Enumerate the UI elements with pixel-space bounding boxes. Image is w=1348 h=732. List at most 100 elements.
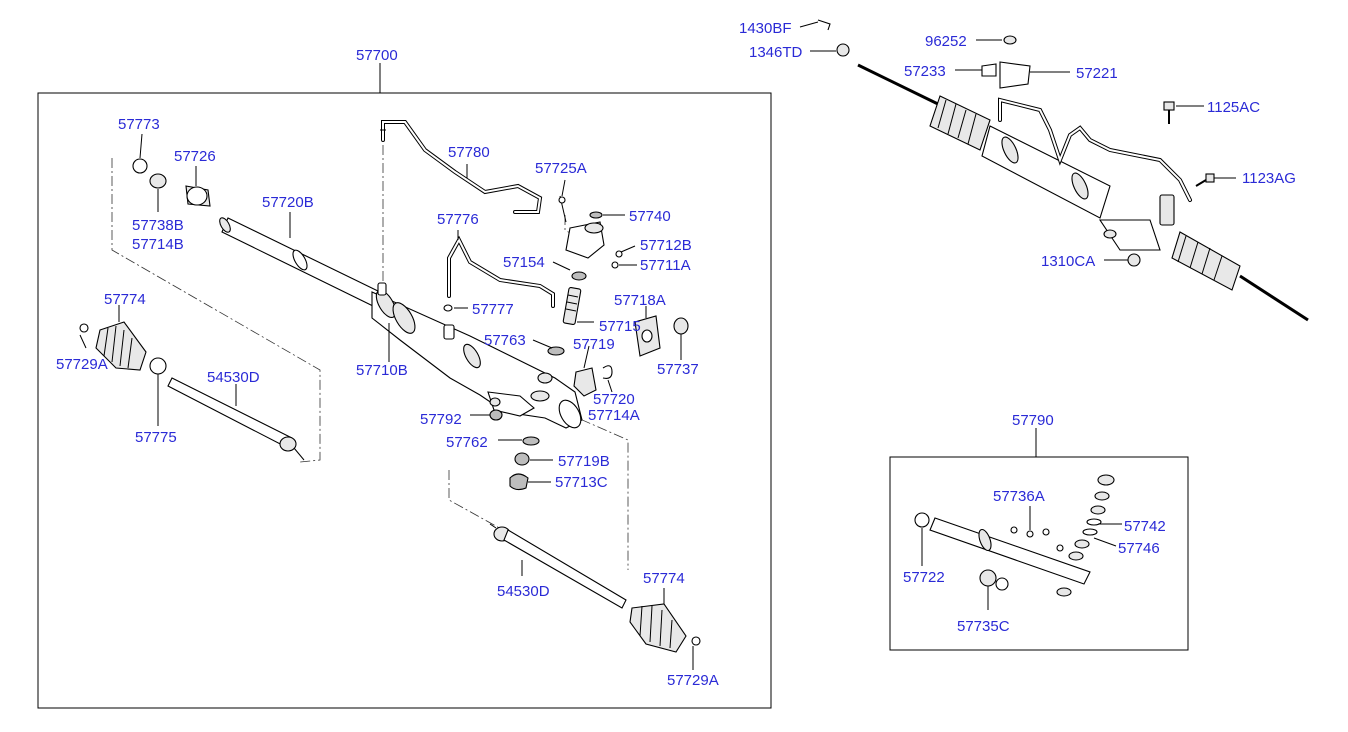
tie-rod-left[interactable] [167, 377, 305, 461]
label-57711A[interactable]: 57711A [640, 257, 691, 274]
seal-kit-group: 57790 57736A [889, 412, 1189, 651]
label-54530D-left[interactable]: 54530D [207, 369, 260, 386]
return-pipe-part[interactable] [447, 235, 555, 308]
label-1430BF[interactable]: 1430BF [739, 20, 792, 37]
clip-1430BF[interactable] [817, 19, 831, 31]
bolt-1125AC[interactable] [1163, 101, 1175, 124]
label-57154[interactable]: 57154 [503, 254, 545, 271]
label-57719B[interactable]: 57719B [558, 453, 610, 470]
control-valve-57715[interactable] [562, 286, 582, 326]
label-57729A-left[interactable]: 57729A [56, 356, 108, 373]
label-1125AC[interactable]: 1125AC [1207, 99, 1260, 116]
label-57773[interactable]: 57773 [118, 116, 160, 133]
label-57221[interactable]: 57221 [1076, 65, 1118, 82]
label-57720[interactable]: 57720 [593, 391, 635, 408]
guide-line-valve [564, 215, 591, 246]
label-57722[interactable]: 57722 [903, 569, 945, 586]
label-57735C[interactable]: 57735C [957, 618, 1010, 635]
label-57714A[interactable]: 57714A [588, 407, 640, 424]
clip-57729A-right[interactable] [691, 636, 701, 646]
assembled-view-group: 1430BF 1346TD 96252 57233 57221 1125AC 1… [739, 19, 1309, 322]
yoke-57719B[interactable] [514, 452, 530, 466]
seal-kit-box [889, 456, 1189, 651]
label-57233[interactable]: 57233 [904, 63, 946, 80]
label-57719[interactable]: 57719 [573, 336, 615, 353]
o-ring-57740[interactable] [589, 211, 603, 219]
seal-57735C-a[interactable] [979, 569, 997, 587]
washer-57711A[interactable] [611, 261, 619, 269]
label-57792[interactable]: 57792 [420, 411, 462, 428]
main-leader-lines [79, 133, 694, 670]
label-57776[interactable]: 57776 [437, 211, 479, 228]
label-57726[interactable]: 57726 [174, 148, 216, 165]
label-57720B[interactable]: 57720B [262, 194, 314, 211]
rack-tube-part[interactable] [218, 216, 381, 307]
bracket-57233[interactable] [981, 63, 997, 77]
label-57763[interactable]: 57763 [484, 332, 526, 349]
label-57746[interactable]: 57746 [1118, 540, 1160, 557]
o-ring-57777[interactable] [443, 304, 453, 312]
label-1310CA[interactable]: 1310CA [1041, 253, 1095, 270]
bolt-1123AG[interactable] [1195, 173, 1215, 187]
main-assembly-box [37, 92, 772, 709]
seal-57735C-b[interactable] [995, 577, 1009, 591]
bushing-96252[interactable] [1003, 35, 1017, 45]
label-57736A[interactable]: 57736A [993, 488, 1045, 505]
snap-ring-57773[interactable] [132, 158, 148, 174]
main-assembly-label[interactable]: 57700 [356, 47, 398, 64]
label-1123AG[interactable]: 1123AG [1242, 170, 1296, 187]
label-57738B[interactable]: 57738B [132, 217, 184, 234]
label-57718A[interactable]: 57718A [614, 292, 666, 309]
label-57713C[interactable]: 57713C [555, 474, 608, 491]
seal-kit-small-rings[interactable] [1010, 474, 1115, 597]
assembled-rack[interactable] [857, 63, 1309, 322]
tie-rod-right[interactable] [489, 523, 627, 609]
label-57740[interactable]: 57740 [629, 208, 671, 225]
cap-57737[interactable] [673, 317, 689, 335]
label-54530D-right[interactable]: 54530D [497, 583, 550, 600]
clamp-57221[interactable] [999, 61, 1031, 89]
seal-57762[interactable] [522, 436, 540, 446]
label-57742[interactable]: 57742 [1124, 518, 1166, 535]
nut-1310CA[interactable] [1127, 253, 1141, 267]
assembled-leader-lines [799, 21, 1236, 261]
ring-57722[interactable] [914, 512, 930, 528]
bushing-57726[interactable] [185, 185, 211, 207]
seal-57763[interactable] [547, 346, 565, 356]
nut-57712B[interactable] [615, 250, 623, 258]
label-57710B[interactable]: 57710B [356, 362, 408, 379]
yoke-57719[interactable] [573, 367, 597, 397]
clip-57729A-left[interactable] [79, 323, 89, 333]
label-57737[interactable]: 57737 [657, 361, 699, 378]
gear-housing-part[interactable] [371, 282, 585, 431]
boot-left-57774[interactable] [95, 321, 147, 371]
seal-57154[interactable] [571, 271, 587, 281]
label-57712B[interactable]: 57712B [640, 237, 692, 254]
label-57774-right[interactable]: 57774 [643, 570, 685, 587]
label-57729A-right[interactable]: 57729A [667, 672, 719, 689]
guide-line-left-top [111, 158, 321, 463]
label-57725A[interactable]: 57725A [535, 160, 587, 177]
label-57777[interactable]: 57777 [472, 301, 514, 318]
boot-right-57774[interactable] [629, 603, 687, 653]
label-57780[interactable]: 57780 [448, 144, 490, 161]
valve-body-part[interactable] [558, 195, 605, 259]
ring-57775[interactable] [149, 357, 167, 375]
label-1346TD[interactable]: 1346TD [749, 44, 803, 61]
label-57774-left[interactable]: 57774 [104, 291, 146, 308]
seal-kit-rack[interactable] [929, 517, 1091, 585]
label-96252[interactable]: 96252 [925, 33, 967, 50]
bushing-57792[interactable] [489, 409, 503, 421]
label-57714B[interactable]: 57714B [132, 236, 184, 253]
label-57762[interactable]: 57762 [446, 434, 488, 451]
bushing-57738B[interactable] [149, 173, 167, 189]
assembled-pipes[interactable] [998, 97, 1192, 202]
label-57715[interactable]: 57715 [599, 318, 641, 335]
label-57775[interactable]: 57775 [135, 429, 177, 446]
nut-1346TD[interactable] [836, 43, 850, 57]
cap-57713C[interactable] [509, 473, 529, 491]
seal-kit-label[interactable]: 57790 [1012, 412, 1054, 429]
spring-57720[interactable] [602, 365, 613, 379]
pressure-pipe-part[interactable] [380, 120, 543, 214]
